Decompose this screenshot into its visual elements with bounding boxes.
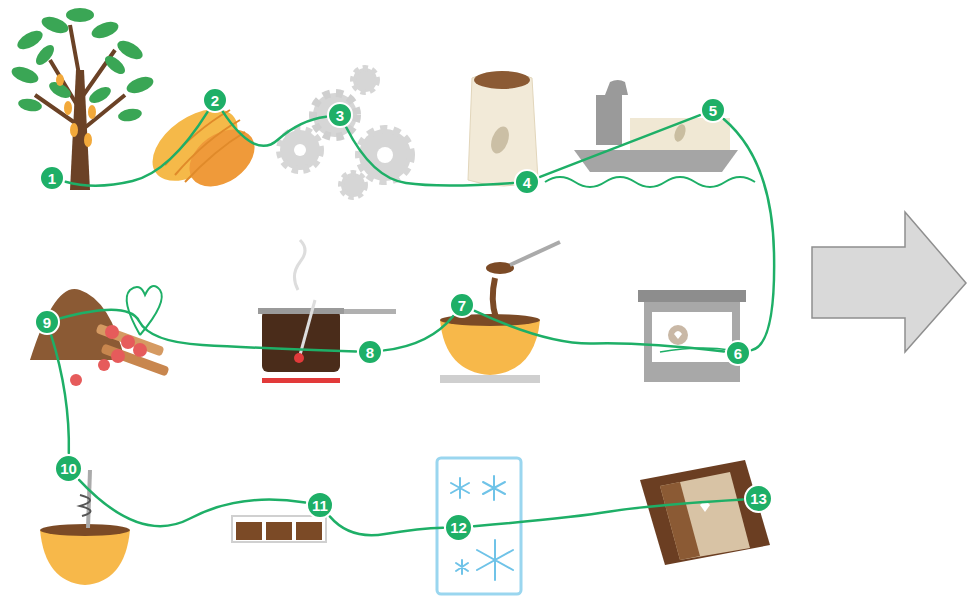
step-number: 4: [523, 175, 531, 190]
step-circle: 6: [725, 340, 751, 366]
step-number: 9: [43, 315, 51, 330]
step-circle: 2: [202, 87, 228, 113]
step-circle: 9: [34, 309, 60, 335]
cocoa-tree: [9, 8, 155, 190]
process-line: [475, 311, 724, 352]
process-line: [223, 112, 326, 146]
process-line: [61, 310, 356, 352]
process-line: [51, 335, 69, 453]
step-circle: 13: [744, 484, 773, 513]
cocoa-pod: [140, 95, 266, 199]
step-circle: 10: [54, 454, 83, 483]
mixing-bowl: [440, 242, 560, 383]
process-line: [79, 480, 305, 526]
step-number: 11: [312, 498, 328, 513]
process-line: [540, 115, 700, 177]
shop-building: [638, 290, 746, 382]
step-circle: 11: [306, 491, 334, 519]
step-number: 1: [48, 171, 56, 186]
step-number: 5: [709, 103, 717, 118]
step-circle: 12: [444, 513, 473, 542]
step-circle: 7: [449, 292, 475, 318]
process-line: [65, 112, 207, 186]
step-circle: 5: [700, 97, 726, 123]
step-number: 12: [450, 520, 467, 535]
chocolate-molds: [232, 516, 326, 542]
step-number: 2: [211, 93, 219, 108]
step-circle: 3: [327, 102, 353, 128]
process-line: [384, 316, 453, 350]
step-number: 7: [458, 298, 466, 313]
step-circle: 4: [514, 169, 540, 195]
flow-arrow: [812, 212, 966, 352]
process-line: [724, 119, 774, 350]
step-number: 13: [750, 491, 767, 506]
process-line: [330, 516, 443, 535]
step-number: 8: [366, 345, 374, 360]
step-number: 3: [336, 108, 344, 123]
chocolate-bars: [640, 460, 770, 565]
step-circle: 8: [357, 339, 383, 365]
step-circle: 1: [39, 165, 65, 191]
step-number: 10: [60, 461, 77, 476]
process-line: [474, 499, 743, 526]
step-number: 6: [734, 346, 742, 361]
cooking-pot: [258, 240, 396, 383]
process-line: [346, 127, 513, 185]
